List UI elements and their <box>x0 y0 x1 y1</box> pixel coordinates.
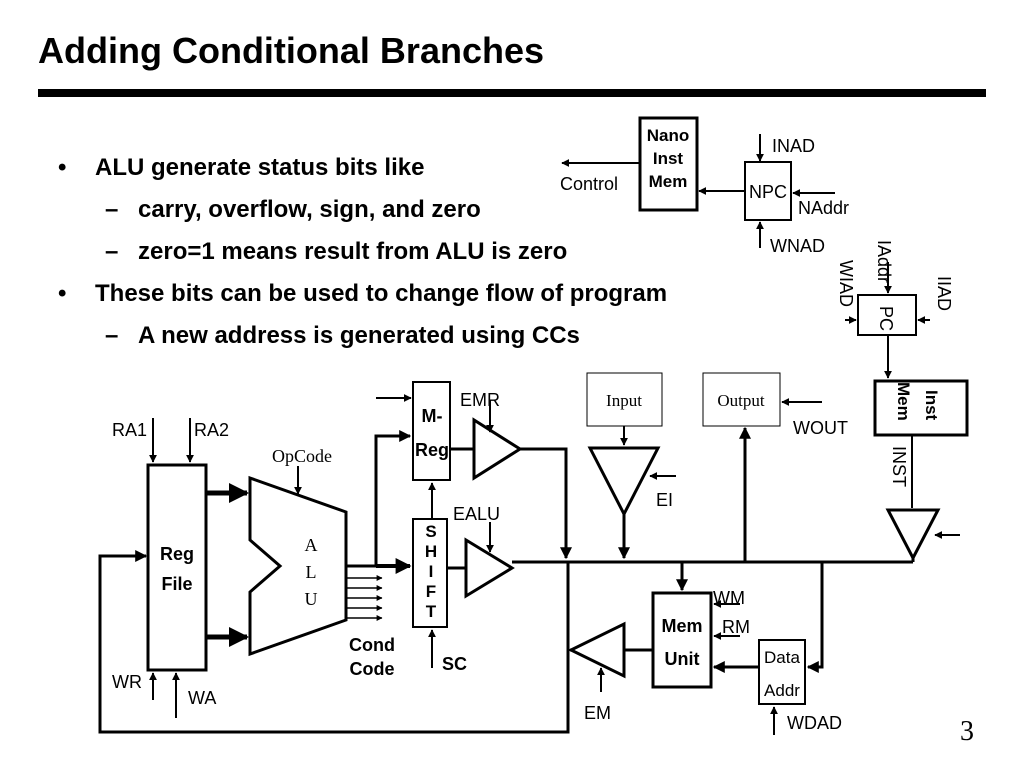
inst-label: INST <box>889 446 909 487</box>
ealu-label: EALU <box>453 504 500 524</box>
rm-label: RM <box>722 617 750 637</box>
data-addr-label: Addr <box>764 681 800 700</box>
shift-label: I <box>429 562 434 581</box>
pc-label: PC <box>876 306 896 331</box>
sub-bullet-item: carry, overflow, sign, and zero <box>138 196 481 223</box>
sc-label: SC <box>442 654 467 674</box>
data-addr-label: Data <box>764 648 800 667</box>
sub-bullet-item: A new address is generated using CCs <box>138 322 580 349</box>
bullet-marker: • <box>58 280 67 307</box>
bullet-marker: • <box>58 154 67 181</box>
sub-bullet-marker: – <box>105 322 119 349</box>
input-buffer <box>587 446 661 518</box>
reg-file-label: File <box>161 574 192 594</box>
em-buffer <box>567 621 626 679</box>
shift-label: F <box>426 582 436 601</box>
wout-label: WOUT <box>793 418 848 438</box>
output-label: Output <box>717 391 765 410</box>
wnad-label: WNAD <box>770 236 825 256</box>
alu-label: A <box>305 535 318 555</box>
iaddr-label: IAddr <box>874 240 894 283</box>
emr-label: EMR <box>460 390 500 410</box>
bus-to-data-addr <box>806 562 824 673</box>
input-device: Input <box>586 372 663 427</box>
shift-label: H <box>425 542 437 561</box>
emr-buffer <box>472 417 523 481</box>
shifter: S H I F T <box>412 518 448 628</box>
ra2-label: RA2 <box>194 420 229 440</box>
inad-label: INAD <box>772 136 815 156</box>
m-reg-label: M- <box>422 406 443 426</box>
inst-buffer <box>885 508 941 562</box>
inst-mem-label: Inst <box>922 390 941 421</box>
npc-label: NPC <box>749 182 787 202</box>
sub-bullet-marker: – <box>105 196 119 223</box>
cond-code-label: Cond <box>349 635 395 655</box>
nano-inst-mem-label: Mem <box>649 172 688 191</box>
cond-code-label: Code <box>350 659 395 679</box>
alu-label: U <box>305 589 318 609</box>
mem-unit-label: Mem <box>661 616 702 636</box>
alu <box>248 475 348 657</box>
data-addr-register: Data Addr <box>758 639 806 705</box>
m-reg-label: Reg <box>415 440 449 460</box>
inst-mem: Inst Mem <box>873 379 969 437</box>
reg-file-label: Reg <box>160 544 194 564</box>
slide-title: Adding Conditional Branches <box>38 30 545 71</box>
nano-inst-mem-label: Nano <box>647 126 690 145</box>
bullet-item: ALU generate status bits like <box>95 154 425 181</box>
iiad-label: IIAD <box>934 276 954 311</box>
pc-register: PC <box>857 294 917 336</box>
emr-to-bus <box>520 447 572 560</box>
ra1-label: RA1 <box>112 420 147 440</box>
register-file: Reg File <box>146 463 208 672</box>
wiad-label: WIAD <box>836 260 856 307</box>
output-device: Output <box>702 372 781 427</box>
wm-label: WM <box>713 588 745 608</box>
input-label: Input <box>606 391 642 410</box>
alu-to-mreg <box>346 430 412 568</box>
page-number: 3 <box>960 716 974 747</box>
bullet-item: These bits can be used to change flow of… <box>95 280 668 307</box>
mem-unit-label: Unit <box>665 649 700 669</box>
nano-inst-mem: Nano Inst Mem <box>638 116 699 212</box>
title-rule <box>38 89 986 97</box>
m-register: M- Reg <box>412 381 451 481</box>
memory-unit: Mem Unit <box>651 591 713 689</box>
wr-label: WR <box>112 672 142 692</box>
control-label: Control <box>560 174 618 194</box>
naddr-label: NAddr <box>798 198 849 218</box>
nano-inst-mem-label: Inst <box>653 149 684 168</box>
ei-label: EI <box>656 490 673 510</box>
opcode-label: OpCode <box>272 446 332 466</box>
shift-label: S <box>425 522 436 541</box>
wdad-label: WDAD <box>787 713 842 733</box>
em-label: EM <box>584 703 611 723</box>
wa-label: WA <box>188 688 216 708</box>
alu-label: L <box>306 562 317 582</box>
sub-bullet-marker: – <box>105 238 119 265</box>
inst-mem-label: Mem <box>894 382 913 421</box>
feedback-path <box>98 550 570 734</box>
npc-register: NPC <box>744 161 792 221</box>
shift-label: T <box>426 602 437 621</box>
sub-bullet-item: zero=1 means result from ALU is zero <box>138 238 568 265</box>
